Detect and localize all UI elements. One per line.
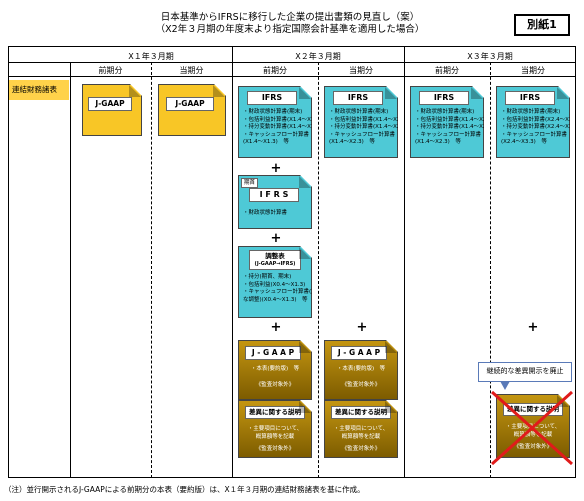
jgaap-summary-doc-x2-current: J - G A A P ・本表(要約版) 等 《監査対象外》 [324,340,398,400]
page-title: 日本基準からIFRSに移行した企業の提出書類の見直し（案） [160,12,420,23]
callout-abolish-notice: 継続的な差異開示を廃止 [478,362,572,382]
ifrs-label: IFRS [419,91,469,105]
comparison-table [8,46,576,478]
ifrs-doc-x3-prior: IFRS ・財政状態計算書(期末) ・包括利益計算書(X1.4〜X2.3) ・持… [410,86,484,158]
ifrs-statement-list: ・財政状態計算書(期末) ・包括利益計算書(X1.4〜X1.3) ・持分変動計算… [243,109,322,145]
page-subtitle: （X2年３月期の年度末より指定国際会計基準を適用した場合） [155,24,425,35]
ifrs-label: IFRS [247,91,297,105]
header-divider-bottom [8,76,576,77]
ifrs-statement-list: ・財政状態計算書(期末) ・包括利益計算書(X2.4〜X3.3) ・持分変動計算… [501,109,580,145]
difference-title: 差異に関する説明 [331,406,391,419]
plus-sign: + [270,161,282,176]
plus-sign: + [527,320,539,335]
difference-doc-x2-prior: 差異に関する説明 ・主要項目について、 概算額等を記載 《監査対象外》 [238,400,312,458]
year2-year3-divider [404,46,405,478]
label-column-divider [70,62,71,478]
attachment-badge: 別紙1 [514,14,570,36]
ifrs-label: IFRS [333,91,383,105]
header-year3-current: 当期分 [521,66,545,75]
jgaap-summary-body: ・本表(要約版) 等 [250,366,300,372]
reconciliation-title: 調整表 [265,252,285,260]
difference-body: ・主要項目について、 概算額等を記載 [333,426,389,440]
difference-doc-x2-current: 差異に関する説明 ・主要項目について、 概算額等を記載 《監査対象外》 [324,400,398,458]
cross-out-mark [490,390,574,466]
reconciliation-subtitle: (J-GAAP→IFRS) [254,261,296,267]
jgaap-doc-x1-prior: J-GAAP [82,84,142,136]
jgaap-label: J-GAAP [166,97,214,111]
footnote: （注）並行開示されるJ-GAAPによる前期分の本表（要約版）は、X１年３月期の連… [4,485,365,494]
reconciliation-label: 調整表 (J-GAAP→IFRS) [249,250,301,270]
callout-pointer [500,381,510,390]
ifrs-label: IFRS [505,91,555,105]
header-divider-top [8,62,576,63]
header-year2-current: 当期分 [349,66,373,75]
audit-excluded-label: 《監査対象外》 [341,382,381,388]
reconciliation-item-list: ・持分(期首、期末) ・包括利益(X0.4〜X1.3) ・キャッシュフロー計算書… [243,274,323,303]
ifrs-statement-list: ・財政状態計算書(期末) ・包括利益計算書(X1.4〜X2.3) ・持分変動計算… [329,109,408,145]
ifrs-doc-x3-current: IFRS ・財政状態計算書(期末) ・包括利益計算書(X2.4〜X3.3) ・持… [496,86,570,158]
plus-sign: + [270,320,282,335]
header-year1-prior: 前期分 [98,66,123,75]
row-label-consolidated: 連結財務諸表 [9,80,69,100]
jgaap-summary-body: ・本表(要約版) 等 [336,366,386,372]
jgaap-summary-doc-x2-prior: J - G A A P ・本表(要約版) 等 《監査対象外》 [238,340,312,400]
ifrs-spaced-label: I F R S [249,188,299,202]
jgaap-spaced-label: J - G A A P [331,346,387,360]
opening-statement-list: ・財政状態計算書 [243,210,288,216]
header-year2-prior: 前期分 [263,66,287,75]
ifrs-opening-doc: 期首 I F R S ・財政状態計算書 [238,175,312,229]
plus-sign: + [270,231,282,246]
difference-title: 差異に関する説明 [245,406,305,419]
plus-sign: + [356,320,368,335]
ifrs-doc-x2-prior: IFRS ・財政状態計算書(期末) ・包括利益計算書(X1.4〜X1.3) ・持… [238,86,312,158]
ifrs-statement-list: ・財政状態計算書(期末) ・包括利益計算書(X1.4〜X2.3) ・持分変動計算… [415,109,494,145]
audit-excluded-label: 《監査対象外》 [255,382,295,388]
year1-year2-divider [232,46,233,478]
year1-half-divider [151,62,152,478]
audit-excluded-label: 《監査対象外》 [341,446,381,452]
header-year3-prior: 前期分 [435,66,459,75]
header-year1: X１年３月期 [128,52,174,61]
header-year3: X３年３月期 [467,52,513,61]
year2-half-divider [318,62,319,478]
header-year2: X２年３月期 [295,52,341,61]
audit-excluded-label: 《監査対象外》 [513,444,553,450]
jgaap-doc-x1-current: J-GAAP [158,84,226,136]
jgaap-spaced-label: J - G A A P [245,346,301,360]
opening-tag: 期首 [241,178,258,188]
audit-excluded-label: 《監査対象外》 [255,446,295,452]
difference-body: ・主要項目について、 概算額等を記載 [247,426,303,440]
header-year1-current: 当期分 [179,66,204,75]
year3-half-divider [490,62,491,478]
jgaap-label: J-GAAP [88,97,132,111]
ifrs-doc-x2-current: IFRS ・財政状態計算書(期末) ・包括利益計算書(X1.4〜X2.3) ・持… [324,86,398,158]
reconciliation-doc: 調整表 (J-GAAP→IFRS) ・持分(期首、期末) ・包括利益(X0.4〜… [238,246,312,318]
